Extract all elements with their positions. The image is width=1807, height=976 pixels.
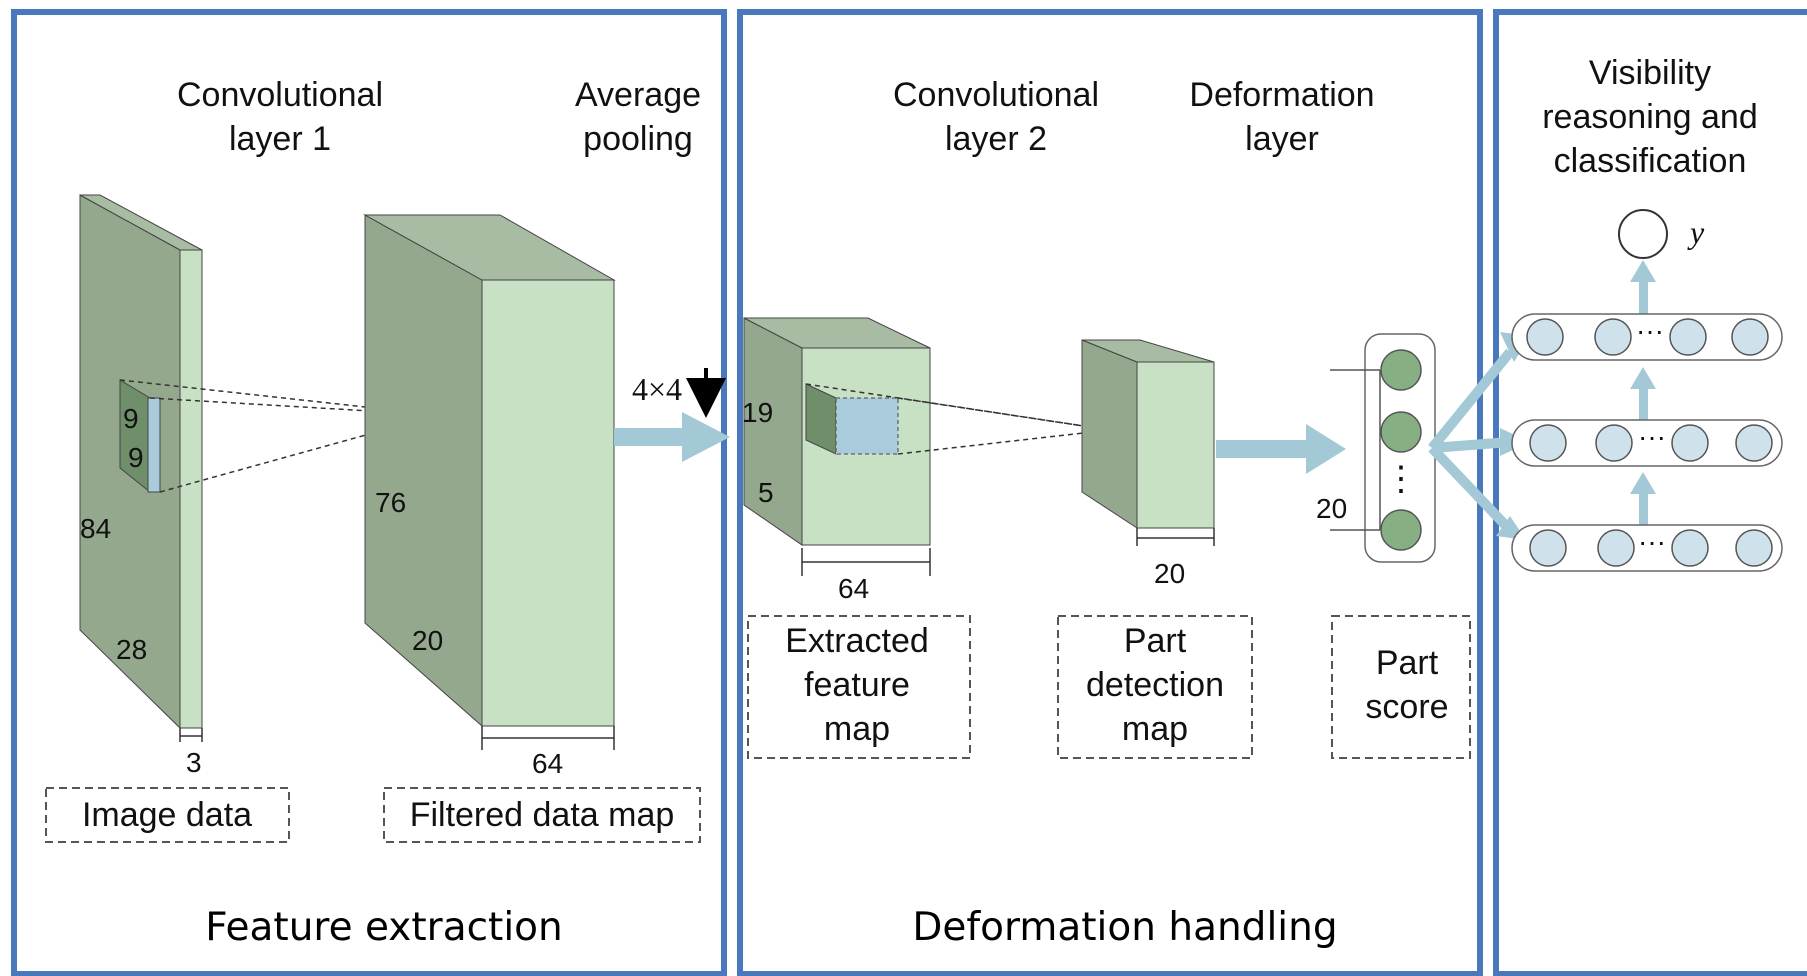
part-score-box-line2: score: [1365, 688, 1448, 726]
hidden-node: [1526, 318, 1564, 356]
image-data-block: [79, 194, 439, 742]
output-node: [1618, 209, 1668, 259]
filtered-width-label: 64: [532, 748, 563, 779]
hidden-node: [1529, 529, 1567, 567]
visibility-title-line2: reasoning and: [1542, 98, 1758, 136]
filtered-height-label: 76: [375, 487, 406, 518]
hidden-node: [1595, 424, 1633, 462]
deform-title-line1: Deformation: [1189, 76, 1374, 114]
feature-h-label: 19: [742, 397, 773, 428]
filter-width-label: 9: [128, 442, 144, 473]
part-score-node: [1380, 411, 1422, 453]
hidden-node: [1529, 424, 1567, 462]
part-width-label: 20: [1154, 558, 1185, 589]
image-data-box-label: Image data: [82, 796, 252, 834]
hidden-node: [1594, 318, 1632, 356]
hidden-node: [1597, 529, 1635, 567]
visibility-up-arrows: [1630, 260, 1656, 526]
filtered-data-box: [383, 787, 701, 843]
conv1-title-line2: layer 1: [229, 120, 331, 158]
part-score-node: [1380, 349, 1422, 391]
hidden-row-middle-ellipsis: ···: [1638, 421, 1666, 452]
caption-deformation-handling: Deformation handling: [912, 905, 1337, 950]
filtered-data-box-label: Filtered data map: [410, 796, 675, 834]
part-score-node: [1380, 509, 1422, 551]
extracted-feature-box-line1: Extracted: [785, 622, 929, 660]
hidden-row-top: [1511, 313, 1783, 361]
hidden-node: [1735, 424, 1773, 462]
hidden-node: [1735, 529, 1773, 567]
part-detection-box-line2: detection: [1086, 666, 1224, 704]
caption-feature-extraction: Feature extraction: [205, 905, 563, 950]
hidden-row-top-ellipsis: ···: [1636, 315, 1664, 346]
pool-title-line2: pooling: [583, 120, 693, 158]
visibility-title-line1: Visibility: [1589, 54, 1711, 92]
filter-height-label: 9: [123, 403, 139, 434]
part-detection-box-line3: map: [1122, 710, 1188, 748]
visibility-title-line3: classification: [1554, 142, 1747, 180]
part-detection-box: [1057, 615, 1253, 759]
hidden-node: [1671, 529, 1709, 567]
feature-d-label: 5: [758, 477, 774, 508]
fanout-arrows: [1428, 348, 1514, 534]
hidden-row-bottom: [1511, 524, 1783, 572]
part-score-ellipsis: ⋮: [1384, 460, 1418, 498]
feature-width-label: 64: [838, 573, 869, 604]
conv2-title-line1: Convolutional: [893, 76, 1099, 114]
pool-size-label: 4×4: [632, 371, 682, 407]
extracted-feature-box-line2: feature: [804, 666, 910, 704]
filtered-depth-label: 20: [412, 625, 443, 656]
hidden-node: [1669, 318, 1707, 356]
image-depth-label: 28: [116, 634, 147, 665]
output-label: y: [1687, 214, 1705, 250]
pool-title-line1: Average: [575, 76, 701, 114]
panel-feature-extraction: [11, 9, 727, 976]
image-height-label: 84: [80, 513, 111, 544]
pooling-arrow: [614, 412, 730, 462]
conv2-title-line2: layer 2: [945, 120, 1047, 158]
hidden-node: [1671, 424, 1709, 462]
panel-visibility: [1493, 9, 1807, 976]
part-detection-block: [1081, 339, 1215, 546]
extracted-feature-block: [743, 317, 1111, 576]
deformation-arrow: [1216, 424, 1346, 474]
part-score-count-label: 20: [1316, 493, 1347, 524]
conv1-title-line1: Convolutional: [177, 76, 383, 114]
hidden-row-bottom-ellipsis: ···: [1638, 526, 1666, 557]
hidden-row-middle: [1511, 419, 1783, 467]
image-data-box: [45, 787, 290, 843]
part-score-box: [1331, 615, 1471, 759]
filtered-data-block: [363, 214, 616, 750]
part-score-column: [1330, 333, 1436, 563]
image-channels-label: 3: [186, 747, 202, 778]
deform-title-line2: layer: [1245, 120, 1319, 158]
hidden-node: [1731, 318, 1769, 356]
part-detection-box-line1: Part: [1124, 622, 1187, 660]
extracted-feature-box: [747, 615, 971, 759]
extracted-feature-box-line3: map: [824, 710, 890, 748]
part-score-box-line1: Part: [1376, 644, 1439, 682]
